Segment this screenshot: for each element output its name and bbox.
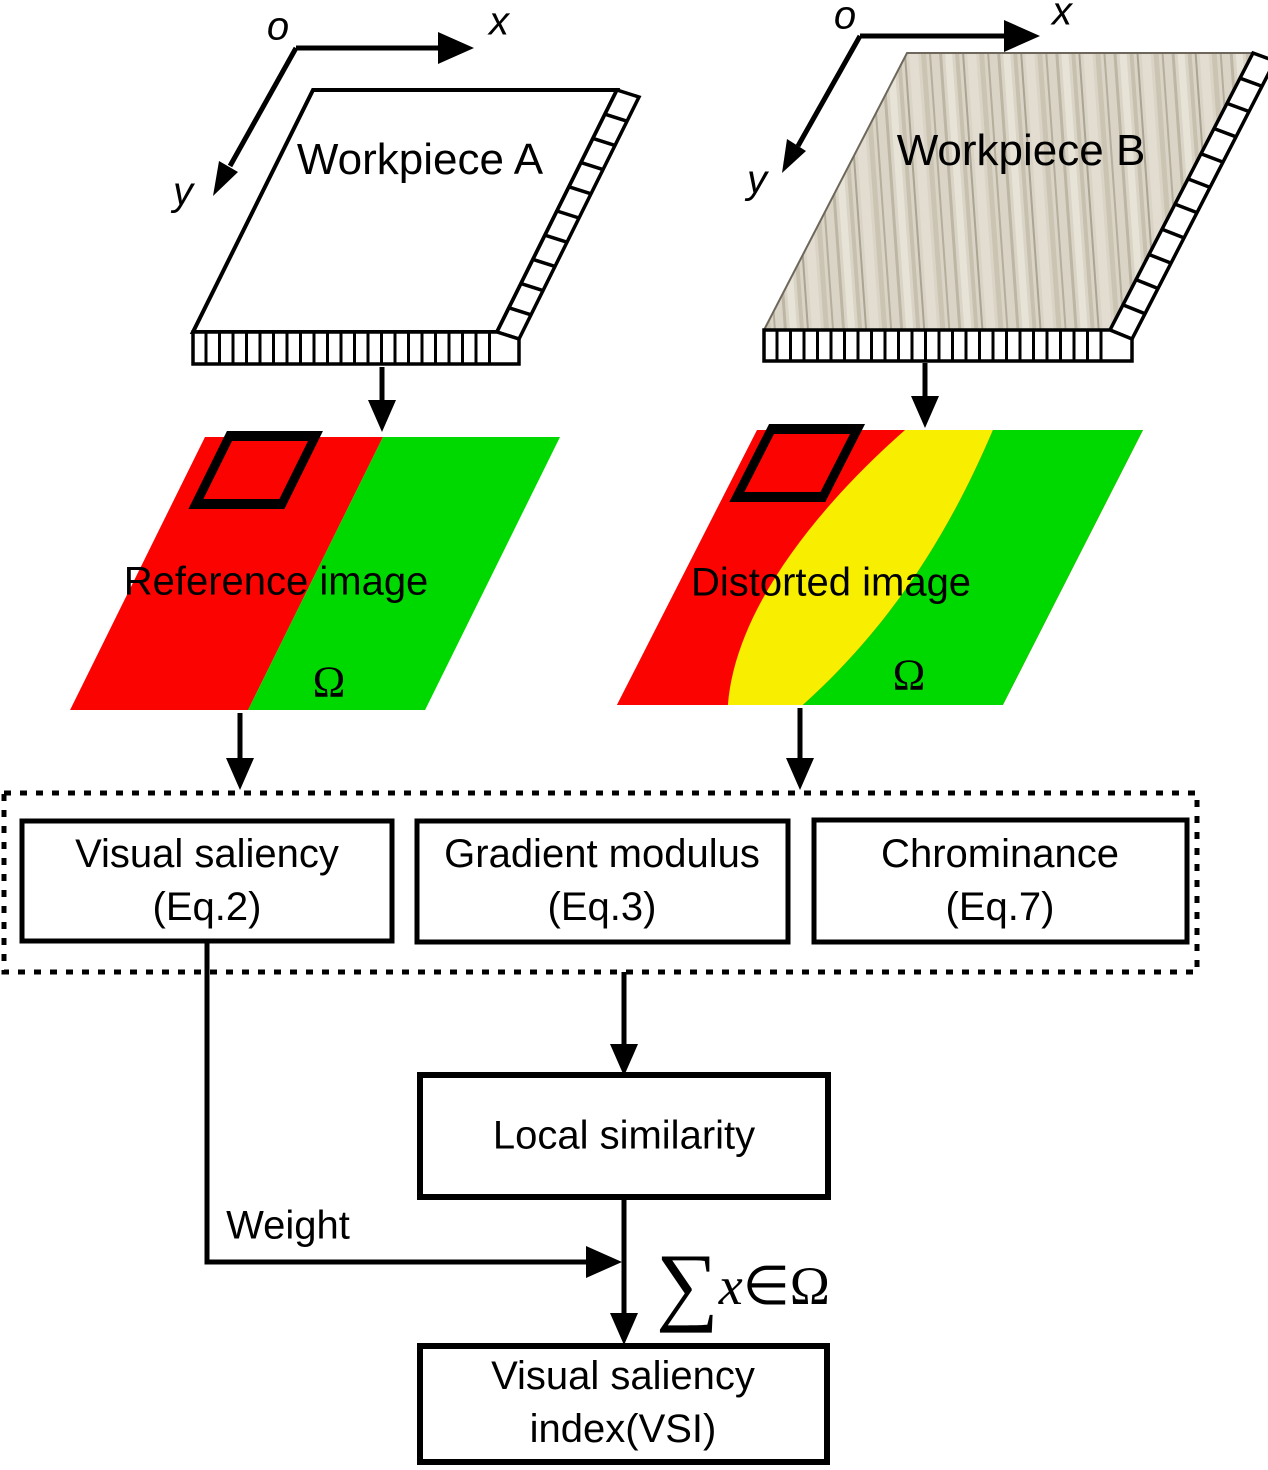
- workpiece-b-label: Workpiece B: [896, 126, 1146, 175]
- arrow-workpiece-b-to-distorted: [911, 363, 939, 428]
- visual-saliency-box: [19, 818, 395, 944]
- y-axis-arrowhead-icon: [213, 161, 238, 196]
- gradient-modulus-box-label: Gradient modulus (Eq.3): [444, 828, 760, 934]
- arrow-local-similarity-to-vsi: [610, 1197, 638, 1345]
- element-of-symbol: ∈: [742, 1256, 790, 1317]
- down-arrowhead-icon: [786, 758, 814, 790]
- vsi-line1: Visual saliency: [491, 1354, 755, 1399]
- reference-sampling-window-outline: [188, 431, 323, 509]
- right-arrowhead-icon: [586, 1246, 622, 1278]
- local-similarity-label: Local similarity: [492, 1113, 756, 1158]
- axis-x-label-right: x: [1052, 0, 1072, 34]
- y-axis-arrow-line: [227, 46, 299, 168]
- chrominance-box: [811, 817, 1190, 945]
- workpiece-b-side-hatching: [1122, 76, 1263, 316]
- down-arrowhead-icon: [911, 396, 939, 428]
- down-arrowhead-icon: [368, 400, 396, 432]
- gradient-modulus-box: [414, 818, 791, 945]
- visual-saliency-box-label: Visual saliency (Eq.2): [75, 828, 339, 934]
- distorted-sampling-window-outline: [729, 424, 866, 502]
- y-axis-arrowhead-icon: [782, 139, 806, 173]
- feature-extraction-dashed-box: [1, 790, 1200, 975]
- reference-image-parallelogram: [70, 431, 560, 710]
- distorted-image-label: Distorted image: [690, 560, 972, 605]
- x-axis-arrowhead-icon: [1004, 20, 1040, 52]
- vsi-line2: index(VSI): [529, 1407, 717, 1451]
- y-axis-arrow-line: [795, 34, 863, 148]
- sigma-symbol: ∑: [656, 1237, 719, 1334]
- formula-omega: Ω: [789, 1255, 830, 1316]
- axis-y-label-right: y: [747, 157, 767, 202]
- axis-y-label-left: y: [173, 169, 193, 214]
- arrow-distorted-to-features: [786, 708, 814, 790]
- reference-image-label: Reference image: [123, 559, 429, 604]
- chrominance-box-label: Chrominance (Eq.7): [881, 828, 1119, 934]
- distorted-omega-symbol: Ω: [892, 650, 926, 700]
- weight-label: Weight: [226, 1203, 350, 1248]
- vsi-box-label: Visual saliency index(VSI): [491, 1350, 755, 1456]
- arrow-workpiece-a-to-reference: [368, 367, 396, 432]
- workpiece-b-slab: [762, 50, 1268, 363]
- reference-red-region: [70, 437, 383, 710]
- down-arrowhead-icon: [610, 1313, 638, 1345]
- distorted-yellow-region: [727, 430, 993, 705]
- distorted-image-parallelogram: [616, 424, 1143, 705]
- axes-right: [782, 20, 1040, 173]
- workpiece-a-label: Workpiece A: [296, 135, 544, 184]
- visual-saliency-line1: Visual saliency: [75, 832, 339, 877]
- axis-x-label-left: x: [489, 0, 509, 44]
- chrominance-line1: Chrominance: [881, 832, 1119, 877]
- reference-omega-symbol: Ω: [312, 657, 346, 707]
- sum-pooling-formula: ∑x∈Ω: [656, 1237, 830, 1334]
- reference-green-region: [248, 437, 560, 710]
- down-arrowhead-icon: [226, 758, 254, 790]
- arrow-reference-to-features: [226, 713, 254, 790]
- axis-origin-label-right: o: [833, 0, 857, 38]
- axis-origin-label-left: o: [266, 4, 290, 49]
- workpiece-a-front-hatching: [204, 333, 491, 363]
- workpiece-b-front-hatching: [775, 331, 1103, 360]
- workpiece-b-front-face: [762, 328, 1134, 363]
- formula-x: x: [718, 1255, 743, 1316]
- chrominance-line2: (Eq.7): [945, 885, 1055, 929]
- down-arrowhead-icon: [610, 1044, 638, 1076]
- arrow-features-to-local-similarity: [610, 972, 638, 1076]
- workpiece-a-slab: [189, 87, 642, 366]
- workpiece-a-top-face: [189, 88, 621, 334]
- gradient-modulus-line2: (Eq.3): [547, 885, 657, 929]
- gradient-modulus-line1: Gradient modulus: [444, 832, 760, 877]
- weight-path-arrow: [204, 941, 622, 1278]
- workpiece-a-side-hatching: [508, 112, 628, 317]
- x-axis-arrowhead-icon: [438, 32, 474, 64]
- visual-saliency-line2: (Eq.2): [152, 885, 262, 929]
- vsi-box: [417, 1343, 830, 1465]
- axes-left: [213, 32, 474, 196]
- local-similarity-box: [417, 1072, 831, 1200]
- distorted-green-region: [802, 430, 1143, 705]
